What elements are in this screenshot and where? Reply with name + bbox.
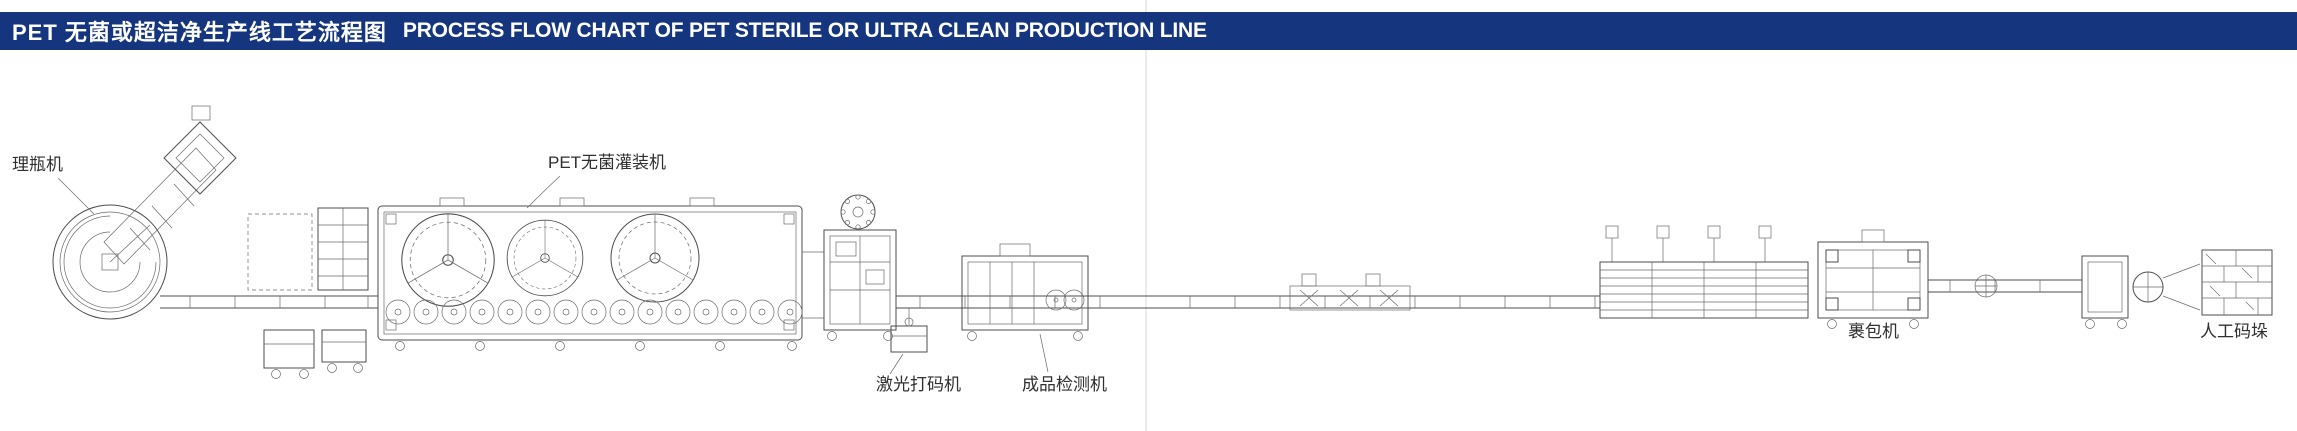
page-title-chinese: PET 无菌或超洁净生产线工艺流程图 — [12, 20, 387, 45]
cap-elevator-cabinet-drawing — [802, 194, 897, 341]
diagram-labels: 理瓶机 PET无菌灌装机 激光打码机 成品检测机 裹包机 人工码垛 — [12, 153, 2268, 394]
infeed-conveyor-drawing — [160, 207, 378, 379]
label-wrapper: 裹包机 — [1848, 322, 1899, 341]
wrapper-infeed-grid-drawing — [1599, 225, 1809, 319]
label-bottle-unscrambler: 理瓶机 — [12, 155, 63, 174]
label-aseptic-filler: PET无菌灌装机 — [548, 153, 666, 172]
label-laser-coder: 激光打码机 — [876, 375, 961, 394]
label-product-inspector: 成品检测机 — [1022, 375, 1107, 394]
page-title-english: PROCESS FLOW CHART OF PET STERILE OR ULT… — [402, 19, 1207, 42]
wrapper-drawing — [1817, 229, 1929, 329]
aseptic-filler-drawing — [377, 197, 803, 351]
pallet-stack-drawing — [2201, 249, 2273, 316]
outfeed-conveyor-drawing — [1928, 255, 2201, 329]
bottle-unscrambler-drawing — [52, 105, 237, 320]
product-inspector-drawing — [961, 243, 1089, 341]
label-manual-palletizing: 人工码垛 — [2200, 322, 2268, 341]
title-bar: PET 无菌或超洁净生产线工艺流程图 PROCESS FLOW CHART OF… — [0, 12, 2297, 50]
laser-coder-drawing — [890, 308, 928, 353]
main-conveyor-drawing — [896, 273, 1600, 311]
